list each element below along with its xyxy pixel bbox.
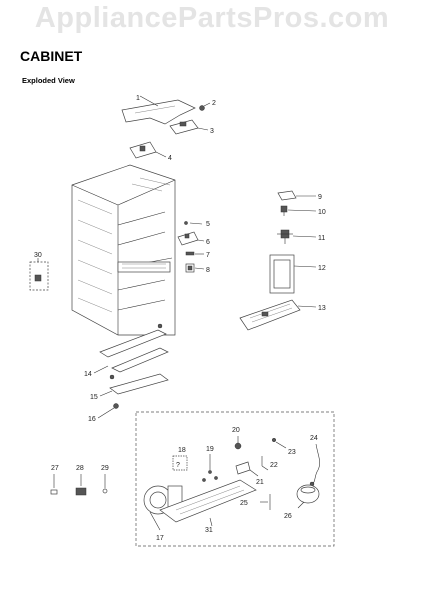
callout-13: 13: [318, 305, 326, 312]
callout-14: 14: [84, 371, 92, 378]
callout-2: 2: [212, 100, 216, 107]
part-12-panel[interactable]: [269, 254, 317, 294]
callout-1: 1: [136, 95, 140, 102]
callout-6: 6: [206, 239, 210, 246]
part-23-washer[interactable]: [271, 437, 287, 449]
cabinet-body[interactable]: [71, 164, 176, 336]
callout-16: 16: [88, 416, 96, 423]
part-26-compressor[interactable]: [296, 484, 320, 509]
part-8-cap[interactable]: [185, 263, 205, 273]
callout-7: 7: [206, 252, 210, 259]
part-7-pin[interactable]: [185, 251, 204, 256]
callout-21: 21: [256, 479, 264, 486]
callout-22: 22: [270, 462, 278, 469]
callout-12: 12: [318, 265, 326, 272]
part-9-cover[interactable]: [277, 190, 316, 201]
part-25-rod[interactable]: [260, 494, 271, 510]
part-18-glyph: ?: [176, 462, 180, 469]
part-14-rail[interactable]: [93, 323, 169, 380]
part-16-foot[interactable]: [97, 403, 119, 419]
part-10-switch[interactable]: [280, 205, 317, 216]
part-20-grommet[interactable]: [234, 436, 242, 450]
part-1-top-bracket[interactable]: [121, 95, 196, 125]
callout-17: 17: [156, 535, 164, 542]
watermark: AppliancePartsPros.com: [34, 2, 390, 34]
callout-19: 19: [206, 446, 214, 453]
callout-18: 18: [178, 447, 186, 454]
callout-30: 30: [34, 252, 42, 259]
callout-4: 4: [168, 155, 172, 162]
callout-25: 25: [240, 500, 248, 507]
part-15-base-plate[interactable]: [99, 373, 169, 397]
machine-compartment-box: [135, 411, 335, 547]
callout-20: 20: [232, 427, 240, 434]
callout-8: 8: [206, 267, 210, 274]
part-2-screw[interactable]: [199, 102, 211, 111]
callout-9: 9: [318, 194, 322, 201]
callout-24: 24: [310, 435, 318, 442]
callout-29: 29: [101, 465, 109, 472]
part-11-sensor[interactable]: [277, 229, 317, 244]
callout-31: 31: [205, 527, 213, 534]
callout-5: 5: [206, 221, 210, 228]
callout-3: 3: [210, 128, 214, 135]
part-30-hinge-frame[interactable]: [29, 258, 49, 291]
part-28-filter[interactable]: [75, 474, 87, 496]
callout-28: 28: [76, 465, 84, 472]
part-19-bracket[interactable]: [202, 454, 218, 482]
callout-27: 27: [51, 465, 59, 472]
part-31-base-tray[interactable]: [159, 479, 257, 527]
part-24-cord[interactable]: [309, 443, 320, 487]
part-22-pipe[interactable]: [261, 456, 269, 471]
part-5-screw[interactable]: [184, 221, 203, 225]
part-4-hinge[interactable]: [129, 141, 167, 159]
part-17-fan-motor[interactable]: [143, 485, 183, 531]
callout-10: 10: [318, 209, 326, 216]
part-21-clip[interactable]: [235, 461, 259, 477]
callout-15: 15: [90, 394, 98, 401]
callout-11: 11: [318, 235, 325, 242]
part-18-label[interactable]: ?: [172, 455, 188, 471]
part-6-hinge[interactable]: [177, 231, 205, 246]
part-3-hinge[interactable]: [169, 119, 209, 135]
part-27-clip[interactable]: [50, 474, 58, 495]
diagram-subtitle: Exploded View: [22, 76, 75, 85]
callout-26: 26: [284, 513, 292, 520]
callout-23: 23: [288, 449, 296, 456]
page-title: CABINET: [20, 48, 83, 64]
part-29-screw[interactable]: [102, 474, 108, 494]
part-13-back-cover[interactable]: [239, 299, 317, 331]
